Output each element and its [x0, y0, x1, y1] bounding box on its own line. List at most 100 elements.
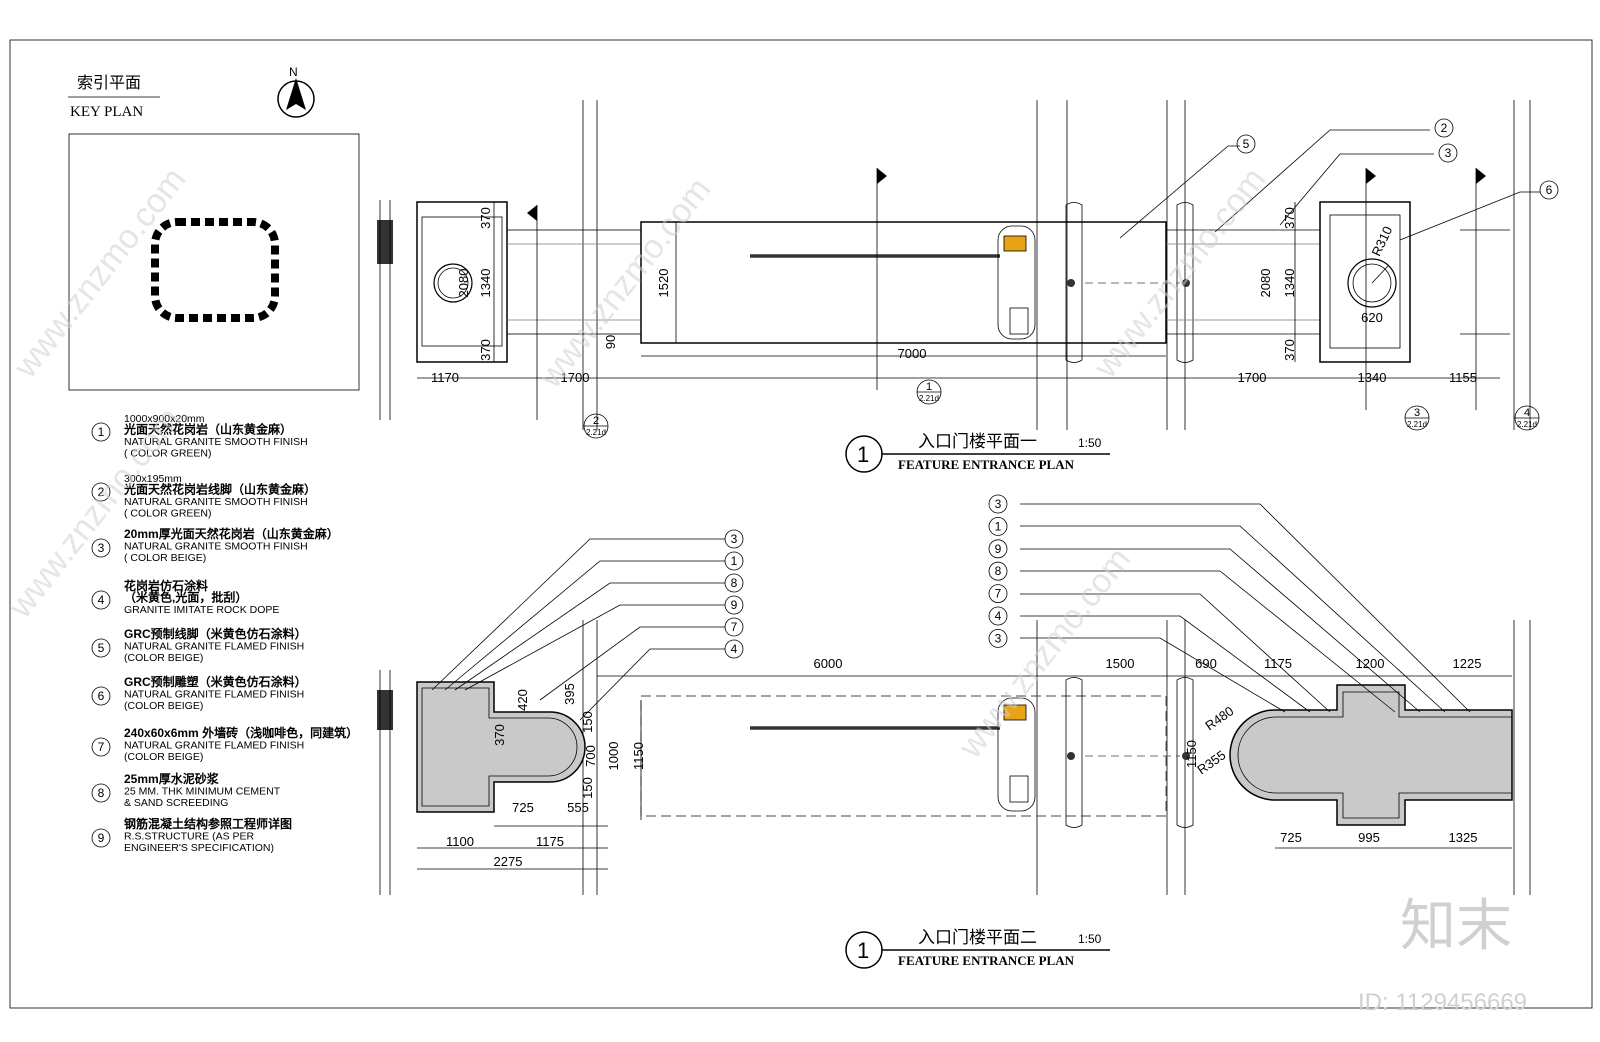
- plan1-dim-6: 90: [603, 335, 618, 349]
- plan2-top-dim-1: 6000: [814, 656, 843, 671]
- plan1-section-num-2: 1: [926, 381, 932, 393]
- legend-num-4: 4: [98, 593, 105, 607]
- legend-num-4-circle: [91, 590, 111, 610]
- plan-two-title-num: 1: [857, 938, 869, 963]
- legend-5-line-1: GRC预制线脚（米黄色仿石涂料）: [124, 626, 307, 641]
- plan1-dim-11: 2080: [1258, 269, 1273, 298]
- legend-num-8: 8: [98, 786, 105, 800]
- plan-two-title-en: FEATURE ENTRANCE PLAN: [898, 953, 1075, 968]
- plan2-left-callout-4: 9: [731, 598, 738, 612]
- plan2-right-callout-6: 4: [995, 609, 1002, 623]
- legend-num-7-circle: [91, 737, 111, 757]
- legend-5-line-3: (COLOR BEIGE): [124, 652, 203, 664]
- plan2-right-dim-4: 725: [1280, 830, 1302, 845]
- plan1-dim-17: 1340: [1358, 370, 1387, 385]
- legend-6-line-3: (COLOR BEIGE): [124, 700, 203, 712]
- north-label: N: [289, 65, 298, 79]
- plan2-right-callout-4-circle: [988, 561, 1008, 581]
- watermark-site-2: www.znzmo.com: [531, 171, 719, 396]
- legend-8-line-2: 25 MM. THK MINIMUM CEMENT: [124, 786, 281, 798]
- legend-8-line-3: & SAND SCREEDING: [124, 797, 228, 809]
- legend-num-2: 2: [98, 485, 105, 499]
- legend-num-5-circle: [91, 638, 111, 658]
- plan1-section-sheet-2: 2.21d: [919, 394, 939, 403]
- plan2-left-callout-1-circle: [724, 529, 744, 549]
- legend-num-1: 1: [98, 425, 105, 439]
- plan1-dim-7: 1170: [431, 370, 459, 385]
- legend-num-1-circle: [91, 422, 111, 442]
- key-plan-title-en: KEY PLAN: [70, 104, 143, 120]
- plan2-left-dim-7: 1000: [606, 742, 621, 771]
- legend-8-line-1: 25mm厚水泥砂浆: [124, 771, 220, 786]
- plan-one-title: 1 入口门楼平面一 1:50 FEATURE ENTRANCE PLAN: [845, 432, 1110, 473]
- plan2-left-callout-2-circle: [724, 551, 744, 571]
- plan2-right-callout-1-circle: [988, 494, 1008, 514]
- plan2-left-callout-5: 7: [731, 620, 738, 634]
- plan1-dim-5: 1520: [656, 269, 671, 298]
- watermark-logo: 知末: [1400, 894, 1512, 957]
- plan2-top-dim-2: 1500: [1106, 656, 1135, 671]
- plan2-left-dim-11: 1100: [446, 834, 474, 849]
- legend-num-5: 5: [98, 641, 105, 655]
- legend-7-line-3: (COLOR BEIGE): [124, 751, 203, 763]
- plan1-dim-1: 370: [478, 207, 493, 229]
- watermark-site-1: www.znzmo.com: [6, 161, 194, 386]
- legend-9-line-2: R.S.STRUCTURE (AS PER: [124, 831, 255, 843]
- plan1-section-sheet-1: 2.21d: [586, 428, 606, 437]
- plan2-right-callout-4: 8: [995, 564, 1002, 578]
- legend-2-line-3: NATURAL GRANITE SMOOTH FINISH: [124, 496, 308, 508]
- plan-one-title-en: FEATURE ENTRANCE PLAN: [898, 457, 1075, 472]
- plan2-right-callout-2: 1: [995, 519, 1002, 533]
- plan1-dim-13: 370: [1282, 339, 1297, 361]
- plan-two-title: 1 入口门楼平面二 1:50 FEATURE ENTRANCE PLAN: [845, 928, 1110, 969]
- legend-num-3: 3: [98, 541, 105, 555]
- plan1-dim-3: 370: [478, 339, 493, 361]
- plan-one: [377, 100, 1540, 430]
- watermark-site-5: www.znzmo.com: [951, 541, 1139, 766]
- plan2-left-callout-2: 1: [731, 554, 738, 568]
- legend-1-line-4: ( COLOR GREEN): [124, 448, 212, 460]
- plan-two-title-cn: 入口门楼平面二: [918, 928, 1037, 947]
- plan2-top-dim-6: 1225: [1453, 656, 1482, 671]
- legend-4-line-1: 花岗岩仿石涂料: [124, 578, 208, 593]
- legend-num-2-circle: [91, 482, 111, 502]
- watermark-id: ID: 1129456669: [1358, 989, 1527, 1016]
- plan2-right-callout-2-circle: [988, 517, 1008, 536]
- legend-num-3-circle: [91, 538, 111, 558]
- legend-num-9: 9: [98, 831, 105, 845]
- plan1-callout-1-circle: [1236, 134, 1256, 154]
- plan2-right-dim-6: 1325: [1449, 830, 1478, 845]
- plan2-right-callout-5: 7: [995, 587, 1002, 601]
- legend-3-line-3: ( COLOR BEIGE): [124, 552, 206, 564]
- plan1-callout-1: 5: [1243, 137, 1250, 151]
- legend-3-line-1: 20mm厚光面天然花岗岩（山东黄金麻）: [124, 526, 339, 541]
- plan2-top-dim-5: 1200: [1356, 656, 1385, 671]
- plan1-callout-4-circle: [1539, 180, 1559, 200]
- legend-7-line-1: 240x60x6mm 外墙砖（浅咖啡色，同建筑）: [124, 725, 358, 740]
- plan2-left-dim-9: 725: [512, 800, 534, 815]
- key-plan-frame: [68, 133, 360, 391]
- plan1-callout-2-circle: [1434, 118, 1454, 138]
- legend-6-line-1: GRC预制雕塑（米黄色仿石涂料）: [124, 674, 307, 689]
- plan2-left-dim-5: 700: [583, 745, 598, 767]
- plan2-right-dim-2: R480: [1202, 703, 1236, 733]
- plan1-dim-18: 1155: [1449, 370, 1477, 385]
- plan2-right-dim-5: 995: [1358, 830, 1380, 845]
- plan2-left-callout-6-circle: [724, 639, 744, 659]
- legend-4-line-3: GRANITE IMITATE ROCK DOPE: [124, 604, 279, 616]
- plan1-section-sheet-4: 2.21d: [1517, 420, 1537, 429]
- plan1-callout-3: 3: [1445, 146, 1452, 160]
- legend-6-line-2: NATURAL GRANITE FLAMED FINISH: [124, 689, 304, 701]
- legend-2-line-2: 光面天然花岗岩线脚（山东黄金麻）: [123, 482, 316, 497]
- plan2-left-dim-3: 370: [492, 724, 507, 746]
- plan1-dim-2: 1340: [478, 269, 493, 298]
- plan-two-scale: 1:50: [1078, 932, 1102, 946]
- legend-num-9-circle: [91, 828, 111, 848]
- plan2-left-dim-12: 1175: [536, 834, 564, 849]
- plan2-right-callout-7-circle: [988, 629, 1008, 648]
- plan2-left-dim-4: 150: [580, 711, 595, 733]
- plan2-left-callout-3: 8: [731, 576, 738, 590]
- plan2-left-callout-4-circle: [724, 595, 744, 615]
